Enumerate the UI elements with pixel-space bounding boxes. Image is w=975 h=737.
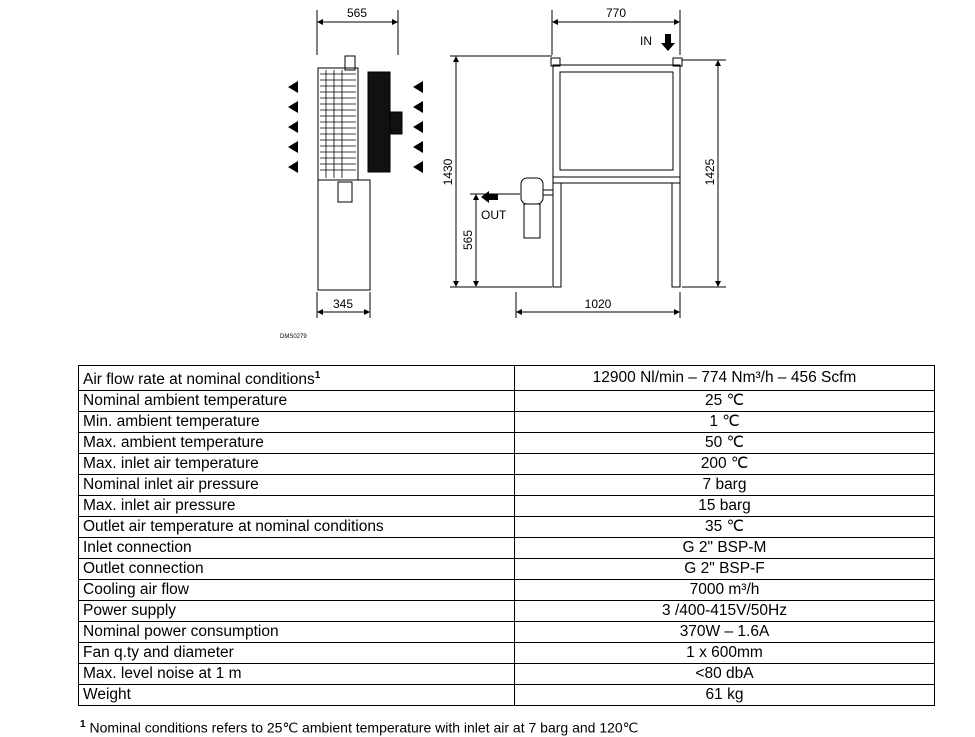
outlet-arrow-icon <box>481 191 498 203</box>
spec-label: Fan q.ty and diameter <box>78 642 515 665</box>
spec-value: 15 barg <box>514 495 935 518</box>
spec-label: Inlet connection <box>78 537 515 560</box>
inlet-label: IN <box>640 34 652 48</box>
in-out-arrows <box>481 34 675 203</box>
spec-value: 370W – 1.6A <box>514 621 935 644</box>
spec-label: Max. ambient temperature <box>78 432 515 455</box>
spec-label: Min. ambient temperature <box>78 411 515 434</box>
front-dim-bottom: 1020 <box>585 297 612 311</box>
spec-value: 12900 Nl/min – 774 Nm³/h – 456 Scfm <box>514 364 935 392</box>
outlet-label: OUT <box>481 208 507 222</box>
spec-label: Max. inlet air pressure <box>78 495 515 518</box>
spec-value: 35 ℃ <box>514 516 935 539</box>
footnote-marker: 1 <box>80 719 86 730</box>
spec-row: Air flow rate at nominal conditions1 129… <box>78 364 935 392</box>
spec-value: <80 dbA <box>514 663 935 686</box>
spec-row: Max. level noise at 1 m<80 dbA <box>78 663 935 686</box>
spec-label: Outlet air temperature at nominal condit… <box>78 516 515 539</box>
spec-label: Nominal inlet air pressure <box>78 474 515 497</box>
spec-value: 1 x 600mm <box>514 642 935 665</box>
front-dim-right-height: 1425 <box>703 158 717 185</box>
spec-value: 1 ℃ <box>514 411 935 434</box>
front-dim-height: 1430 <box>441 158 455 185</box>
drawing-code: DMS0279 <box>280 334 307 340</box>
spec-label: Max. level noise at 1 m <box>78 663 515 686</box>
spec-label: Power supply <box>78 600 515 623</box>
spec-value: G 2" BSP-F <box>514 558 935 581</box>
side-dim-bottom: 345 <box>333 297 353 311</box>
spec-value: 50 ℃ <box>514 432 935 455</box>
footnote-text: Nominal conditions refers to 25℃ ambient… <box>85 719 639 736</box>
front-view <box>450 10 726 318</box>
spec-label: Air flow rate at nominal conditions1 <box>78 364 515 392</box>
specifications-table: Air flow rate at nominal conditions1 129… <box>78 364 935 707</box>
spec-label: Outlet connection <box>78 558 515 581</box>
spec-row: Outlet air temperature at nominal condit… <box>78 516 935 539</box>
technical-drawing: 565 345 DMS0279 <box>280 6 726 340</box>
airflow-arrows <box>288 81 423 173</box>
spec-label: Weight <box>78 684 515 707</box>
side-view <box>316 10 403 318</box>
spec-value: 7 barg <box>514 474 935 497</box>
front-dim-lower-height: 565 <box>461 230 475 250</box>
inlet-arrow-icon <box>661 34 675 51</box>
spec-value: 3 /400-415V/50Hz <box>514 600 935 623</box>
spec-value: 25 ℃ <box>514 390 935 413</box>
spec-value: 61 kg <box>514 684 935 707</box>
cooler-fins <box>320 70 356 178</box>
spec-label: Nominal power consumption <box>78 621 515 644</box>
spec-label: Nominal ambient temperature <box>78 390 515 413</box>
side-dim-top: 565 <box>347 6 367 20</box>
footnote: 1 Nominal conditions refers to 25℃ ambie… <box>80 719 638 737</box>
spec-value: 7000 m³/h <box>514 579 935 602</box>
front-dim-top: 770 <box>606 6 626 20</box>
spec-value: G 2" BSP-M <box>514 537 935 560</box>
spec-value: 200 ℃ <box>514 453 935 476</box>
spec-label: Cooling air flow <box>78 579 515 602</box>
spec-label: Max. inlet air temperature <box>78 453 515 476</box>
